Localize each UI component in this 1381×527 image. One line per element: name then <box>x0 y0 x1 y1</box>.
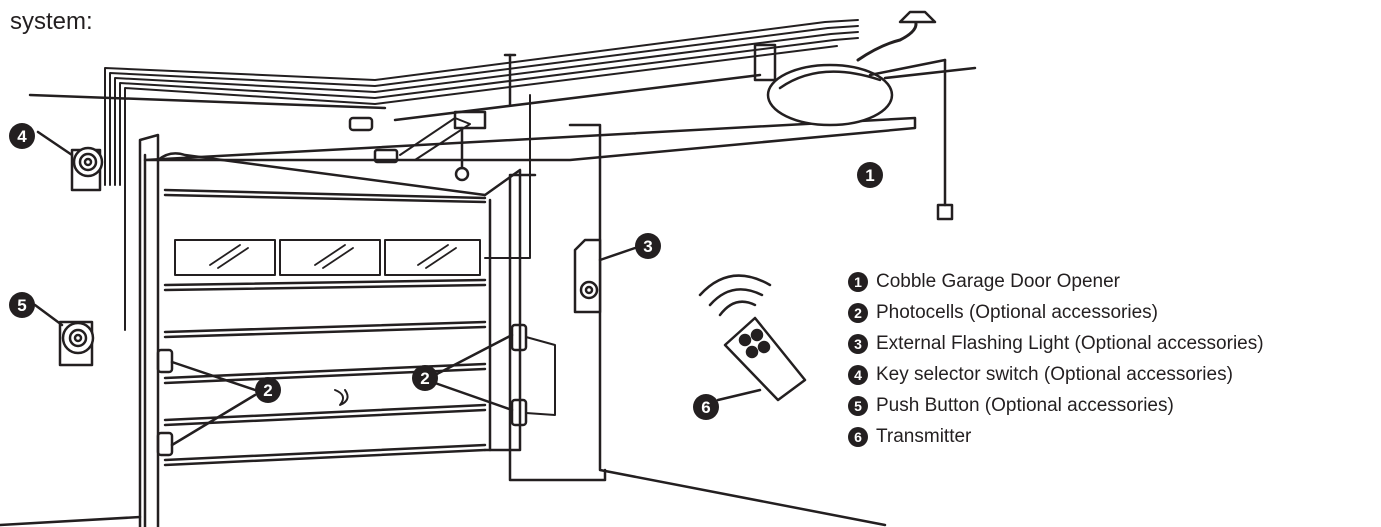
legend-list: 1 Cobble Garage Door Opener 2 Photocells (… <box>848 266 1264 452</box>
legend-number: 3 <box>848 333 868 354</box>
ceiling-line <box>28 93 387 110</box>
legend-label: Photocells (Optional accessories) <box>876 301 1158 323</box>
legend-item: 2 Photocells (Optional accessories) <box>848 297 1264 328</box>
legend-label: Transmitter <box>876 425 972 447</box>
push-button-icon <box>33 303 95 367</box>
wiring-bundle <box>104 19 859 331</box>
door-frame <box>138 133 522 527</box>
page-heading: system: <box>10 8 93 35</box>
callout-circle <box>693 394 719 420</box>
callout-number: 2 <box>420 369 429 388</box>
ceiling-line-right <box>883 66 977 80</box>
legend-item: 1 Cobble Garage Door Opener <box>848 266 1264 297</box>
legend-number: 4 <box>848 364 868 385</box>
legend-label: Cobble Garage Door Opener <box>876 270 1120 292</box>
callout-number: 2 <box>263 381 272 400</box>
legend-label: Key selector switch (Optional accessorie… <box>876 363 1233 385</box>
callout-circle <box>9 292 35 318</box>
callout-circle <box>412 365 438 391</box>
callout-number: 1 <box>865 166 874 185</box>
callout-number: 6 <box>701 398 710 417</box>
flashing-light-icon <box>573 238 637 314</box>
legend-item: 4 Key selector switch (Optional accessori… <box>848 359 1264 390</box>
callout-number: 4 <box>17 127 27 146</box>
callout-badges: 1 2 2 3 4 5 6 <box>9 123 883 420</box>
legend-number: 6 <box>848 426 868 447</box>
callout-circle <box>857 162 883 188</box>
callout-number: 5 <box>17 296 26 315</box>
key-selector-icon <box>36 130 104 192</box>
callout-number: 3 <box>643 237 652 256</box>
photocell-icon <box>156 323 556 457</box>
callout-circle <box>9 123 35 149</box>
legend-label: Push Button (Optional accessories) <box>876 394 1174 416</box>
legend-item: 5 Push Button (Optional accessories) <box>848 390 1264 421</box>
legend-label: External Flashing Light (Optional access… <box>876 332 1264 354</box>
legend-number: 2 <box>848 302 868 323</box>
legend-number: 5 <box>848 395 868 416</box>
garage-door-panels <box>163 188 487 467</box>
callout-circle <box>635 233 661 259</box>
opener-rail <box>143 43 917 182</box>
legend-item: 6 Transmitter <box>848 421 1264 452</box>
legend-item: 3 External Flashing Light (Optional acces… <box>848 328 1264 359</box>
callout-circle <box>255 377 281 403</box>
legend-number: 1 <box>848 271 868 292</box>
garage-door-opener-icon <box>766 10 954 221</box>
remote-transmitter-icon <box>698 274 807 402</box>
